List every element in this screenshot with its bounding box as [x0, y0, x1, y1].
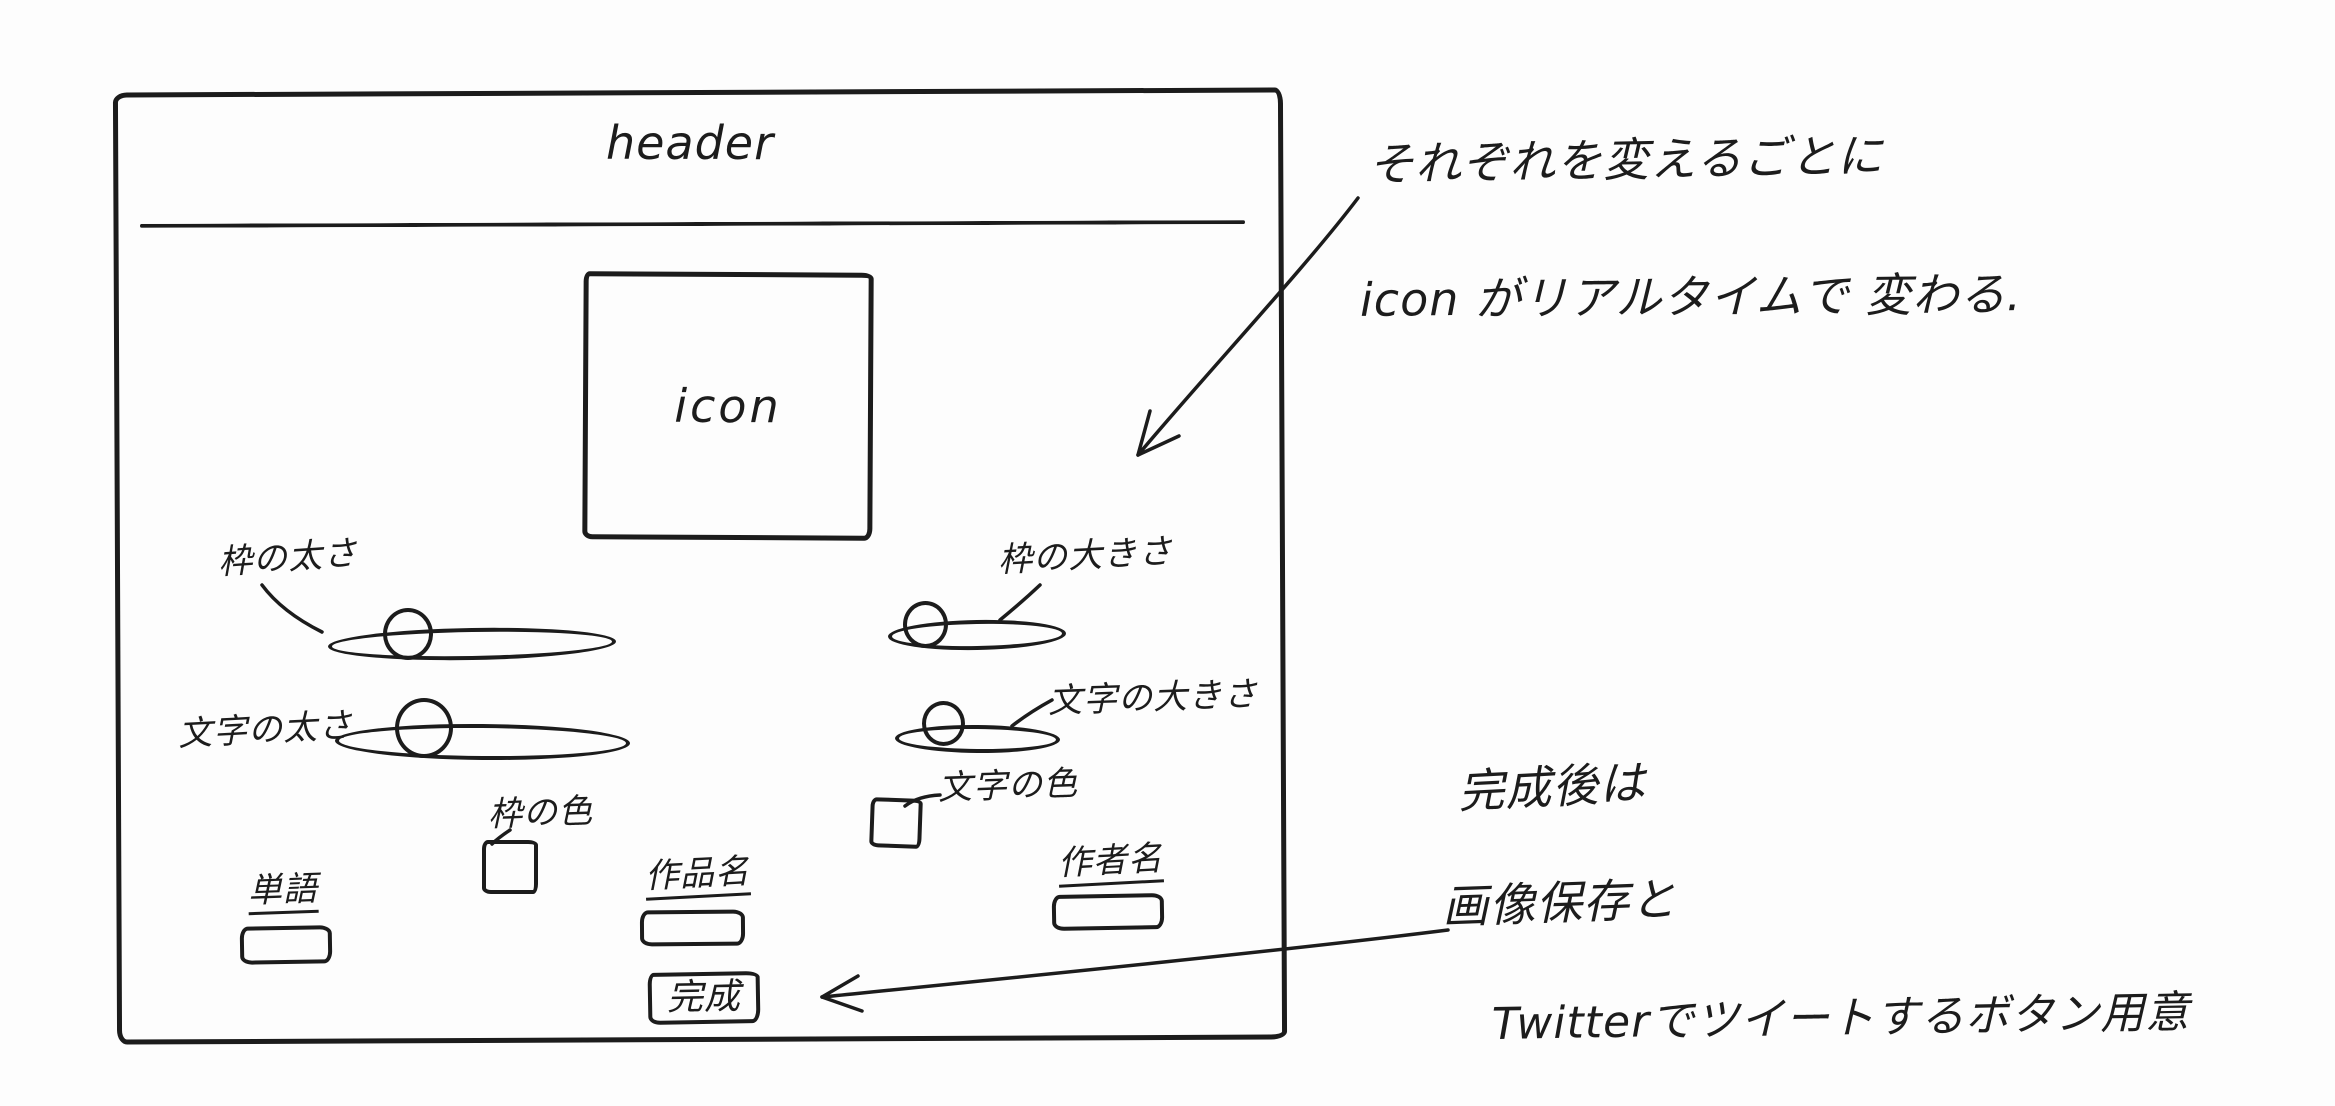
note-realtime-line2: icon がリアルタイムで 変わる.	[1359, 267, 2023, 327]
text-size-handle	[922, 701, 965, 746]
frame-thickness-handle	[383, 608, 433, 660]
complete-button-label: 完成	[666, 976, 742, 1019]
author-input-label: 作者名	[1057, 838, 1165, 889]
note-after-complete-line3: Twitterでツイートするボタン用意	[1491, 986, 2191, 1051]
text-thickness-handle	[395, 698, 453, 758]
complete-button: 完成	[647, 971, 761, 1025]
note-after-complete-line2: 画像保存と	[1441, 871, 1678, 935]
word-input-box	[239, 925, 333, 965]
title-input-box	[639, 909, 746, 947]
frame-color-label: 枠の色	[487, 791, 594, 835]
title-input-label: 作品名	[644, 851, 752, 902]
frame-color-swatch	[482, 840, 538, 894]
frame-size-handle	[903, 601, 948, 648]
note-realtime-line1: それぞれを変えるごとに	[1367, 128, 1885, 192]
icon-preview-box: icon	[582, 271, 874, 541]
text-color-label: 文字の色	[937, 763, 1079, 809]
header-label: header	[605, 116, 775, 170]
icon-label: icon	[674, 378, 782, 433]
text-color-swatch	[869, 797, 923, 849]
text-size-label: 文字の大きさ	[1047, 674, 1259, 722]
word-input-label: 単語	[247, 869, 319, 916]
note-after-complete-line1: 完成後は	[1456, 755, 1648, 819]
author-input-box	[1051, 893, 1165, 931]
